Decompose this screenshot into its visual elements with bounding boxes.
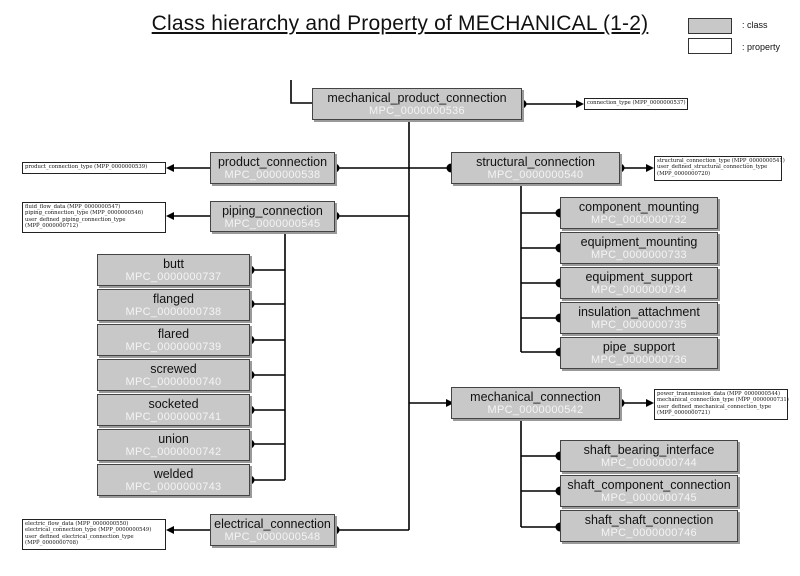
class-shaft-shaft-connection: shaft_shaft_connection MPC_0000000746 [560, 510, 738, 542]
property-box-piping-connection: fluid_flow_data (MPP_0000000547) piping_… [22, 202, 166, 233]
class-name: component_mounting [578, 200, 700, 214]
class-code: MPC_0000000545 [224, 218, 321, 230]
property-box-electrical-connection: electric_flow_data (MPP_0000000550) elec… [22, 519, 166, 550]
property-line: product_connection_type (MPP_0000000539) [25, 164, 148, 170]
property-line: power_transmission_data (MPP_0000000544) [657, 391, 781, 397]
class-mechanical-connection: mechanical_connection MPC_0000000542 [451, 387, 620, 419]
class-structural-connection: structural_connection MPC_0000000540 [451, 152, 620, 184]
class-name: mechanical_product_connection [327, 91, 507, 105]
class-code: MPC_0000000538 [224, 169, 321, 181]
class-name: equipment_mounting [580, 235, 698, 249]
class-name: socketed [148, 397, 199, 411]
legend-class-swatch [688, 18, 732, 34]
property-line: (MPP_0000000721) [657, 410, 711, 417]
class-code: MPC_0000000743 [125, 481, 222, 493]
class-code: MPC_0000000735 [591, 319, 687, 331]
class-union: union MPC_0000000742 [97, 429, 250, 461]
class-name: welded [153, 467, 194, 481]
property-line: electric_flow_data (MPP_0000000550) [25, 521, 129, 527]
class-socketed: socketed MPC_0000000741 [97, 394, 250, 426]
property-line: fluid_flow_data (MPP_0000000547) [25, 204, 121, 210]
class-code: MPC_0000000734 [591, 284, 687, 296]
property-line: (MPP_0000000720) [657, 170, 711, 177]
class-name: product_connection [217, 155, 328, 169]
property-line: piping_connection_type (MPP_0000000546) [25, 210, 144, 217]
class-flanged: flanged MPC_0000000738 [97, 289, 250, 321]
class-code: MPC_0000000744 [601, 457, 697, 469]
class-code: MPC_0000000732 [591, 214, 687, 226]
legend-class-label: : class [742, 20, 768, 30]
class-code: MPC_0000000740 [125, 376, 222, 388]
class-name: flanged [152, 292, 194, 306]
property-line: user_defined_electrical_connection_type [25, 533, 134, 540]
class-name: pipe_support [602, 340, 676, 354]
class-electrical-connection: electrical_connection MPC_0000000548 [210, 514, 335, 546]
class-name: piping_connection [222, 204, 323, 218]
class-code: MPC_0000000548 [224, 531, 321, 543]
class-code: MPC_0000000745 [601, 492, 697, 504]
property-box-mechanical-connection: power_transmission_data (MPP_0000000544)… [654, 389, 789, 420]
page-title: Class hierarchy and Property of MECHANIC… [151, 12, 649, 35]
class-equipment-mounting: equipment_mounting MPC_0000000733 [560, 232, 718, 264]
class-shaft-bearing-interface: shaft_bearing_interface MPC_0000000744 [560, 440, 738, 472]
class-name: structural_connection [476, 155, 595, 169]
class-code: MPC_0000000540 [487, 169, 584, 181]
class-name: mechanical_connection [470, 390, 601, 404]
class-code: MPC_0000000737 [125, 271, 222, 283]
class-screwed: screwed MPC_0000000740 [97, 359, 250, 391]
property-line: electrical_connection_type (MPP_00000005… [25, 527, 152, 534]
property-line: (MPP_0000000708) [25, 540, 79, 547]
property-line: user_defined_piping_connection_type [25, 216, 126, 223]
legend-property-label: : property [742, 42, 781, 52]
class-mechanical-product-connection: mechanical_product_connection MPC_000000… [312, 88, 522, 120]
property-line: mechanical_connection_type (MPP_00000007… [657, 397, 789, 404]
class-insulation-attachment: insulation_attachment MPC_0000000735 [560, 302, 718, 334]
class-name: screwed [150, 362, 197, 376]
class-code: MPC_0000000739 [125, 341, 222, 353]
class-name: insulation_attachment [578, 305, 700, 319]
class-code: MPC_0000000736 [591, 354, 687, 366]
property-line: (MPP_0000000712) [25, 223, 79, 230]
class-welded: welded MPC_0000000743 [97, 464, 250, 496]
class-name: equipment_support [585, 270, 693, 284]
class-code: MPC_0000000741 [125, 411, 222, 423]
class-equipment-support: equipment_support MPC_0000000734 [560, 267, 718, 299]
class-code: MPC_0000000733 [591, 249, 687, 261]
class-code: MPC_0000000742 [125, 446, 222, 458]
class-butt: butt MPC_0000000737 [97, 254, 250, 286]
class-flared: flared MPC_0000000739 [97, 324, 250, 356]
property-line: user_defined_structural_connection_type [657, 164, 768, 171]
class-pipe-support: pipe_support MPC_0000000736 [560, 337, 718, 369]
class-name: union [158, 432, 189, 446]
class-shaft-component-connection: shaft_component_connection MPC_000000074… [560, 475, 738, 507]
property-box-mechanical-product-connection: connection_type (MPP_0000000537) [584, 98, 688, 110]
class-name: butt [163, 257, 184, 271]
class-name: flared [157, 327, 190, 341]
class-code: MPC_0000000746 [601, 527, 697, 539]
property-line: connection_type (MPP_0000000537) [587, 100, 686, 106]
class-name: shaft_bearing_interface [583, 443, 715, 457]
class-piping-connection: piping_connection MPC_0000000545 [210, 201, 335, 232]
class-code: MPC_0000000542 [487, 404, 584, 416]
class-product-connection: product_connection MPC_0000000538 [210, 152, 335, 184]
class-name: electrical_connection [214, 517, 331, 531]
class-code: MPC_0000000738 [125, 306, 222, 318]
class-name: shaft_component_connection [567, 478, 731, 492]
property-box-product-connection: product_connection_type (MPP_0000000539) [22, 162, 166, 174]
class-name: shaft_shaft_connection [584, 513, 714, 527]
property-line: user_defined_mechanical_connection_type [657, 403, 772, 410]
class-code: MPC_0000000536 [369, 105, 465, 117]
property-line: structural_connection_type (MPP_00000005… [657, 158, 785, 164]
legend-property-swatch [688, 38, 732, 54]
property-box-structural-connection: structural_connection_type (MPP_00000005… [654, 156, 785, 181]
class-component-mounting: component_mounting MPC_0000000732 [560, 197, 718, 229]
